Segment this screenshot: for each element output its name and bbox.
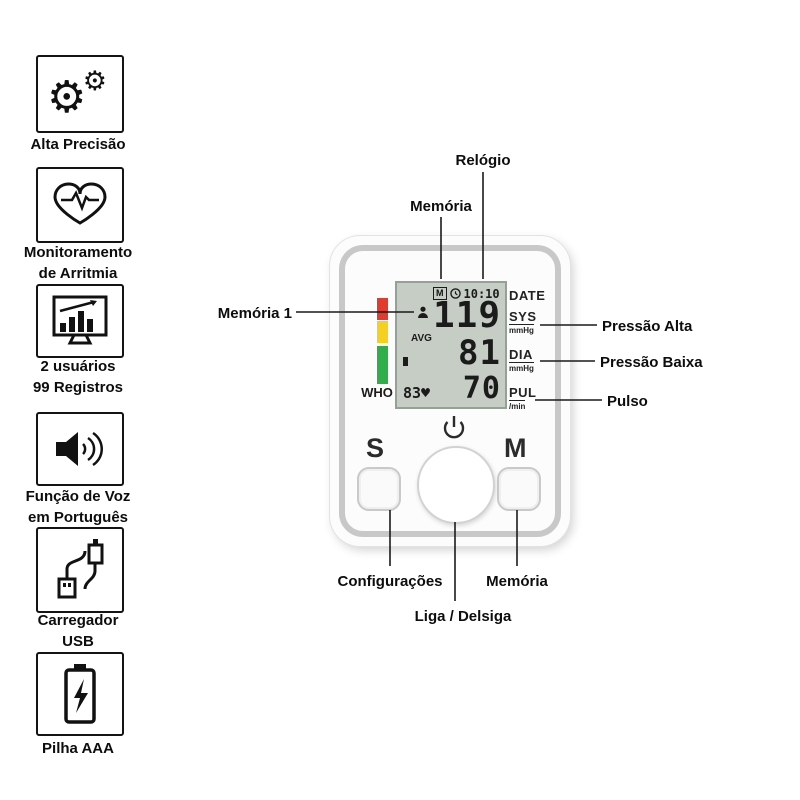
annotation-configuracoes: Configurações — [337, 573, 443, 590]
memory-button[interactable] — [497, 467, 541, 511]
feature-label-usb: Carregador USB — [37, 612, 119, 650]
settings-button[interactable] — [357, 467, 401, 511]
power-button[interactable] — [417, 446, 495, 524]
memory-button-letter: M — [504, 433, 527, 463]
clock-icon — [449, 288, 461, 299]
who-scale-red — [377, 298, 388, 320]
feature-card-precision: ⚙ ⚙ — [36, 55, 124, 133]
lcd-avg-label: AVG — [411, 333, 432, 344]
feature-card-voice — [36, 412, 124, 486]
annotation-memoria-bottom: Memória — [486, 573, 548, 590]
settings-button-letter: S — [366, 433, 385, 463]
lcd-time: 10:10 — [463, 286, 500, 301]
chart-monitor-icon — [52, 295, 108, 345]
lcd-dia-value: 81 — [458, 333, 501, 373]
lcd-pul-value: 70 — [462, 371, 501, 406]
feature-label-battery: Pilha AAA — [42, 740, 114, 757]
speaker-icon — [56, 431, 103, 467]
annotation-clock: Relógio — [455, 152, 511, 169]
lcd-pulse-rate-small: 83♥ — [403, 384, 431, 402]
feature-card-users — [36, 284, 124, 358]
feature-label-users: 2 usuários 99 Registros — [32, 358, 124, 396]
date-label: DATE — [509, 288, 546, 303]
dia-label: DIA — [509, 347, 533, 362]
annotation-memory-top: Memória — [410, 198, 472, 215]
sys-label: SYS — [509, 309, 537, 324]
usb-cable-icon — [57, 539, 104, 599]
lcd-marker — [403, 357, 408, 366]
annotation-liga-desliga: Liga / Delsiga — [414, 608, 512, 625]
annotation-memory1: Memória 1 — [217, 305, 292, 322]
feature-label-voice: Função de Voz em Português — [25, 488, 131, 526]
annotation-pressao-alta: Pressão Alta — [602, 318, 693, 335]
sys-unit-label: mmHg — [509, 324, 534, 335]
device-bezel-ring — [339, 245, 561, 537]
feature-label-arrhythmia: Monitoramento de Arritmia — [23, 244, 133, 282]
pul-label: PUL — [509, 385, 537, 400]
feature-card-battery — [36, 652, 124, 736]
memory-flag: M — [433, 287, 447, 300]
heart-ecg-icon — [53, 182, 107, 225]
dia-unit-label: mmHg — [509, 362, 534, 373]
lcd-display: M 10:10 119 AVG 81 83♥ 70 — [395, 281, 507, 409]
who-label: WHO — [361, 385, 393, 400]
feature-label-precision: Alta Precisão — [30, 136, 126, 153]
annotation-pulso: Pulso — [607, 393, 648, 410]
pul-unit-label: /min — [509, 400, 526, 411]
lcd-sys-value: 119 — [432, 295, 501, 336]
feature-card-arrhythmia — [36, 167, 124, 243]
feature-card-usb — [36, 527, 124, 613]
user-memory-icon — [418, 306, 428, 318]
gears-icon: ⚙ ⚙ — [47, 66, 107, 122]
who-scale-yellow — [377, 321, 388, 343]
lcd-top-row: M 10:10 — [433, 287, 500, 300]
who-scale-green — [377, 346, 388, 384]
power-icon — [443, 416, 465, 439]
annotation-pressao-baixa: Pressão Baixa — [600, 354, 703, 371]
battery-icon — [64, 664, 96, 724]
